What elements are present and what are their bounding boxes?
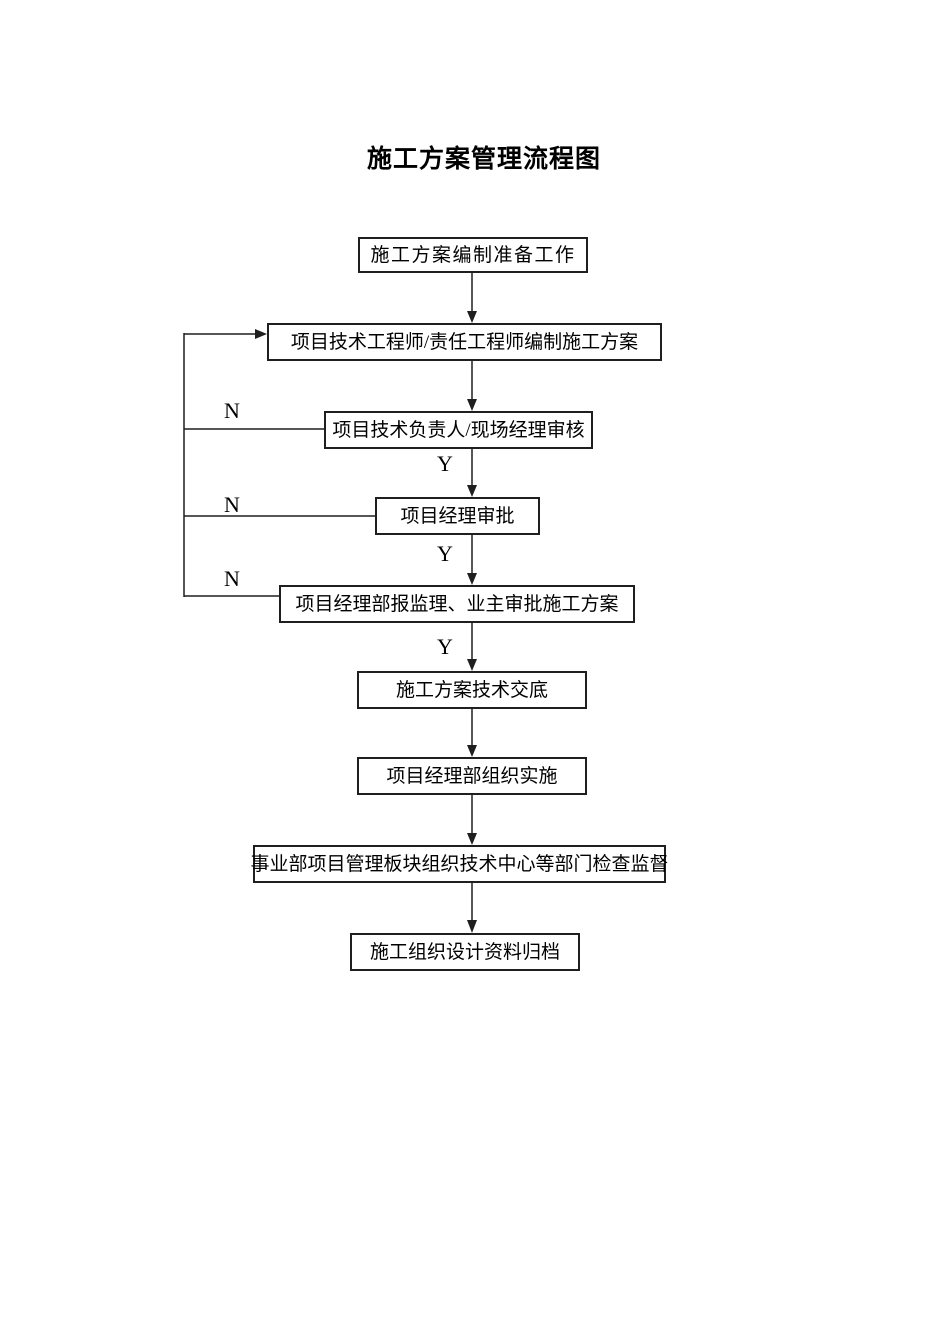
branch-label-yes-2: Y: [437, 541, 453, 566]
main-flow-arrows: [467, 273, 477, 933]
flow-node-implementation: 项目经理部组织实施: [357, 757, 587, 795]
flow-node-inspection-supervision: 事业部项目管理板块组织技术中心等部门检查监督: [251, 845, 669, 883]
page-title: 施工方案管理流程图: [366, 146, 601, 173]
branch-label-no-1: N: [224, 398, 240, 423]
flow-node-preparation: 施工方案编制准备工作: [358, 237, 588, 273]
feedback-loop-lines: [183, 329, 375, 597]
flow-node-compile-plan: 项目技术工程师/责任工程师编制施工方案: [267, 323, 662, 361]
branch-label-yes-1: Y: [437, 451, 453, 476]
flow-node-archive: 施工组织设计资料归档: [350, 933, 580, 971]
flow-node-technical-disclosure: 施工方案技术交底: [357, 671, 587, 709]
flow-node-pm-approval: 项目经理审批: [375, 497, 540, 535]
flow-node-tech-lead-review: 项目技术负责人/现场经理审核: [324, 411, 593, 449]
branch-label-no-3: N: [224, 566, 240, 591]
branch-label-no-2: N: [224, 492, 240, 517]
flow-node-supervisor-owner-approval: 项目经理部报监理、业主审批施工方案: [279, 585, 635, 623]
branch-label-yes-3: Y: [437, 634, 453, 659]
